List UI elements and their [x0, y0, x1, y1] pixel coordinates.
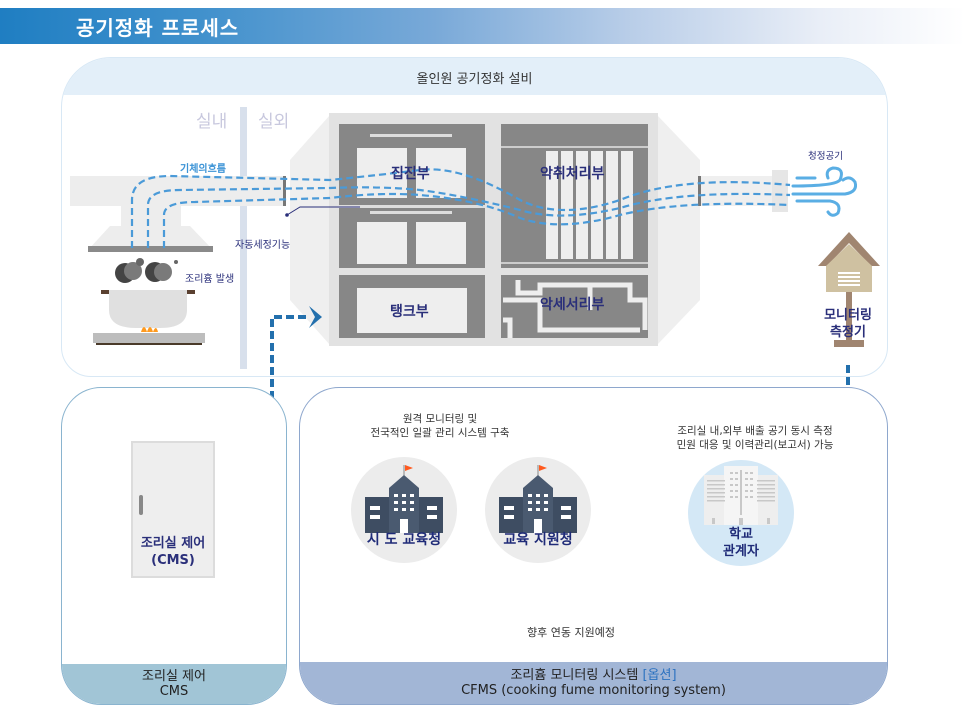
- monitoring-station-icon: [818, 232, 880, 347]
- monitor-label-line1: 모니터링: [824, 308, 872, 323]
- duct-flange: [283, 176, 286, 206]
- desc-right-line2: 민원 대응 및 이력관리(보고서) 가능: [676, 439, 834, 451]
- cms-panel-footer: 조리실 제어 CMS: [62, 664, 286, 704]
- filter: [357, 148, 407, 198]
- unit-outlet-cone: [657, 115, 700, 345]
- remote-monitoring-desc: 원격 모니터링 및 전국적인 일괄 관리 시스템 구축: [350, 412, 530, 440]
- desc-left-line2: 전국적인 일괄 관리 시스템 구축: [370, 427, 510, 439]
- school-building-icon: [499, 465, 577, 533]
- outdoor-label: 실외: [258, 112, 290, 132]
- cms-footer-line1: 조리실 제어: [142, 669, 206, 684]
- monitor-label-line2: 측정기: [830, 325, 866, 340]
- auto-clean-label: 자동세정기능: [235, 240, 291, 251]
- indoor-label: 실내: [196, 112, 228, 132]
- filter: [357, 222, 407, 264]
- arrow-right-icon: [309, 306, 322, 328]
- node-province-label: 시 도 교육청: [366, 532, 442, 548]
- monitor-label: 모니터링 측정기: [812, 307, 884, 341]
- school-monitoring-desc: 조리실 내,외부 배출 공기 동시 측정 민원 대응 및 이력관리(보고서) 가…: [650, 424, 860, 452]
- cfms-panel-footer: 조리흄 모니터링 시스템 [옵션] CFMS (cooking fume mon…: [300, 662, 887, 704]
- clean-air-wind-icon: [791, 166, 857, 217]
- rail: [501, 262, 648, 264]
- unit-inlet-cone: [290, 115, 330, 345]
- header-bar: [0, 8, 965, 44]
- auto-clean-pointer: [286, 206, 360, 216]
- cabinet-handle-icon: [139, 495, 143, 515]
- cabinet-label-line1: 조리실 제어: [140, 536, 206, 551]
- flame-icon: [141, 327, 158, 332]
- wall-divider: [240, 107, 247, 369]
- cabinet-label-line2: (CMS): [151, 553, 195, 568]
- node-school-label: 학교 관계자: [688, 526, 794, 560]
- cfms-footer-line2: CFMS (cooking fume monitoring system): [461, 683, 726, 698]
- node-province-office[interactable]: 시 도 교육청: [351, 457, 457, 563]
- gas-flow-label: 기체의흐름: [180, 164, 226, 175]
- school-building-icon: [365, 465, 443, 533]
- hood: [88, 226, 213, 250]
- stove-base: [96, 343, 202, 345]
- future-support-label: 향후 연동 지원예정: [527, 626, 615, 639]
- panel-title: 올인원 공기정화 설비: [416, 72, 533, 87]
- spray-bar: [370, 134, 452, 137]
- outlet-duct: [700, 176, 780, 206]
- option-badge: [옵션]: [642, 668, 677, 683]
- accessory-label: 악세서리부: [540, 297, 605, 313]
- stove: [93, 333, 205, 343]
- tank-label: 탱크부: [390, 304, 429, 320]
- duct-end: [772, 170, 788, 212]
- divider: [339, 205, 485, 208]
- duct-flange: [698, 176, 701, 206]
- odor-filters: [546, 151, 633, 259]
- clean-air-label: 청정공기: [808, 151, 843, 162]
- tank: [357, 288, 467, 333]
- cooking-fume-label: 조리흄 발생: [185, 274, 235, 285]
- node-district-label: 교육 지원청: [503, 532, 573, 548]
- cms-cabinet[interactable]: 조리실 제어 (CMS): [131, 441, 215, 578]
- gas-flow-lines: [130, 168, 791, 248]
- smoke-icon: [115, 258, 178, 283]
- page-title: 공기정화 프로세스: [76, 16, 240, 40]
- pipes: [503, 280, 648, 338]
- hood-base: [88, 246, 213, 252]
- cfms-footer-title: 조리흄 모니터링 시스템: [510, 668, 643, 683]
- apartment-building-icon: [704, 466, 778, 525]
- cms-footer-line2: CMS: [159, 684, 189, 699]
- node-school-line2: 관계자: [723, 544, 759, 559]
- spray-bar: [370, 211, 452, 214]
- node-school-line1: 학교: [729, 527, 753, 542]
- rail: [501, 146, 648, 148]
- hood-neck: [121, 206, 181, 226]
- odor-treatment-label: 악취처리부: [540, 166, 605, 182]
- cfms-footer-line1: 조리흄 모니터링 시스템 [옵션]: [300, 668, 887, 683]
- desc-left-line1: 원격 모니터링 및: [402, 413, 478, 425]
- cabinet-label: 조리실 제어 (CMS): [133, 535, 213, 569]
- node-district-office[interactable]: 교육 지원청: [485, 457, 591, 563]
- desc-right-line1: 조리실 내,외부 배출 공기 동시 측정: [677, 425, 833, 437]
- node-school-staff[interactable]: 학교 관계자: [688, 460, 794, 566]
- dust-collection-label: 집진부: [391, 166, 430, 182]
- filter: [416, 222, 466, 264]
- panel-header: 올인원 공기정화 설비: [62, 58, 887, 95]
- pointer-dot: [285, 213, 289, 217]
- pot-icon: [101, 290, 195, 328]
